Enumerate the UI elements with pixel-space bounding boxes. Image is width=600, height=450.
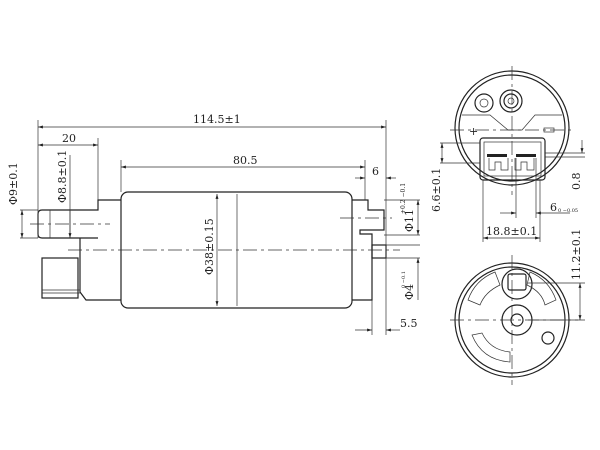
dim-outlet-offset: 6: [372, 165, 379, 178]
dim-pin-dia-tol: 0 −0.1: [401, 271, 407, 288]
vent-hole: [541, 331, 555, 345]
small-port: [474, 93, 494, 113]
dim-inlet-length: 20: [62, 132, 76, 145]
dim-inlet-dia-outer: Φ9±0.1: [7, 162, 20, 205]
terminal-slots: [488, 158, 535, 171]
end-view-bottom: 11.2±0.1: [450, 229, 585, 385]
dim-connector-height: 6.6±0.1: [430, 168, 443, 212]
dim-pin-width-tol: 0 −0.05: [558, 208, 578, 214]
dim-offset: 11.2±0.1: [570, 229, 583, 280]
flow-slot: [467, 271, 501, 306]
minus-terminal-symbol: [543, 127, 555, 133]
side-view: 114.5±1 20 80.5 6 Φ9±0.1 Φ8.8±0.1 Φ38±0.…: [7, 113, 420, 335]
check-valve-pin: [371, 244, 387, 259]
inlet-port: [507, 273, 527, 291]
outlet-port-ring: [503, 93, 519, 109]
terminal-blade: [516, 154, 536, 157]
dim-pin-width: 6: [550, 201, 557, 214]
small-port-bore: [479, 98, 489, 108]
dim-inlet-dia-inner: Φ8.8±0.1: [56, 150, 69, 203]
dim-pin-offset: 5.5: [400, 317, 418, 330]
outlet-port: [499, 89, 523, 113]
dim-outlet-dia-tol: +0.2 −0.1: [400, 183, 407, 214]
center-bore: [510, 313, 524, 327]
terminal-blade: [487, 154, 507, 157]
outlet-fitting: [352, 199, 385, 301]
connector-inner-wall: [483, 141, 542, 177]
flow-slot: [526, 271, 557, 306]
electrical-connector: [479, 137, 546, 181]
dim-body-dia: Φ38±0.15: [203, 218, 216, 275]
dim-terminal-thickness: 0.8: [570, 173, 583, 191]
flow-slot: [471, 332, 511, 363]
end-view-top: + − 6.6±0.1 0.8 6 0 −0.05 18.8±0.1: [430, 66, 585, 242]
cap-outline: [462, 114, 562, 131]
plus-terminal-symbol: +: [469, 125, 478, 138]
dim-pin-dia: Φ4: [403, 284, 416, 300]
connector-housing: [41, 257, 79, 299]
dim-outlet-dia: Φ11: [403, 209, 416, 232]
outlet-port-bore: [507, 97, 515, 105]
inlet-boss: [501, 268, 533, 300]
dim-body-length: 80.5: [233, 154, 258, 167]
dim-overall-length: 114.5±1: [193, 113, 241, 126]
dim-connector-width: 18.8±0.1: [486, 225, 537, 238]
